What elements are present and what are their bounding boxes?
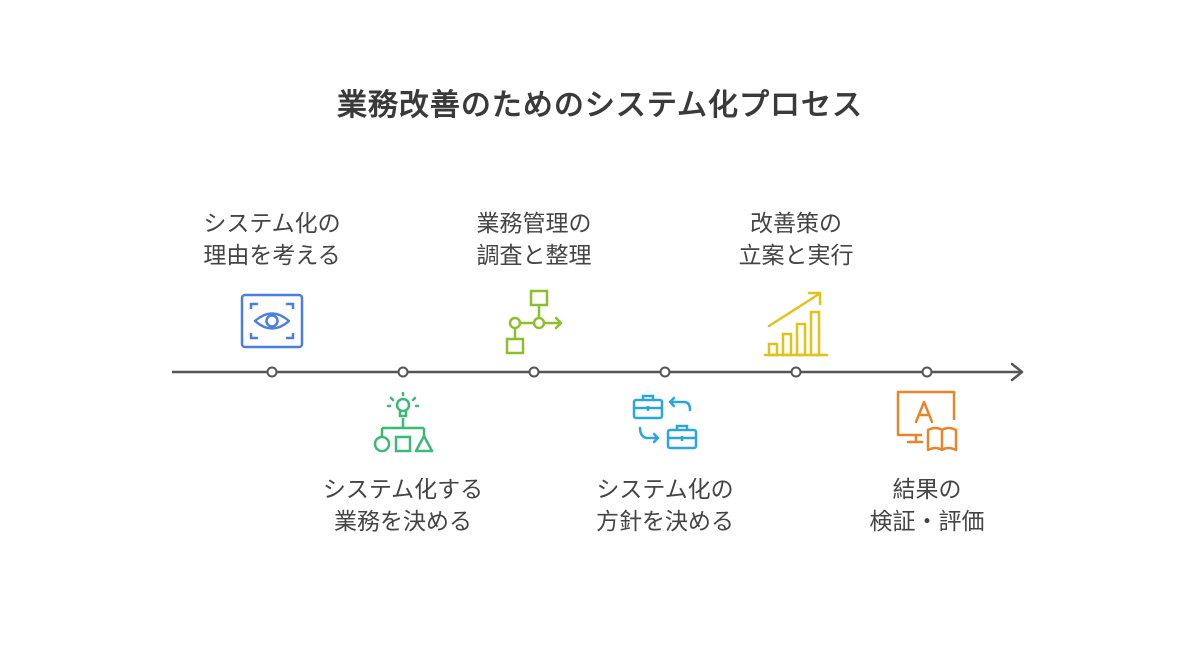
growth-chart-icon [763, 291, 829, 357]
step-6-line1: 結果の [892, 477, 962, 503]
step-1-line1: システム化の [203, 211, 341, 237]
idea-shapes-icon [373, 392, 434, 453]
step-4-line2: 方針を決める [596, 509, 734, 535]
timeline-arrowhead [1010, 362, 1024, 382]
step-3-label: 業務管理の 調査と整理 [424, 208, 644, 272]
timeline-node-1 [266, 366, 278, 378]
step-4-line1: システム化の [596, 477, 734, 503]
step-5-line1: 改善策の [750, 211, 842, 237]
eye-scan-icon [240, 293, 304, 349]
step-2-line1: システム化する [322, 477, 484, 503]
step-3-line2: 調査と整理 [476, 243, 592, 269]
page-title: 業務改善のためのシステム化プロセス [336, 88, 864, 123]
step-5-label: 改善策の 立案と実行 [686, 208, 906, 272]
step-1-label: システム化の 理由を考える [162, 208, 382, 272]
step-6-label: 結果の 検証・評価 [817, 474, 1037, 538]
briefcase-exchange-icon [632, 394, 698, 450]
step-6-line2: 検証・評価 [869, 509, 985, 535]
timeline-node-4 [659, 366, 671, 378]
step-2-line2: 業務を決める [334, 509, 472, 535]
timeline-node-3 [528, 366, 540, 378]
timeline-node-6 [921, 366, 933, 378]
step-1-line2: 理由を考える [203, 243, 341, 269]
step-5-line2: 立案と実行 [738, 243, 854, 269]
timeline-node-2 [397, 366, 409, 378]
step-4-label: システム化の 方針を決める [555, 474, 775, 538]
flowchart-icon [505, 289, 563, 355]
step-2-label: システム化する 業務を決める [293, 474, 513, 538]
learning-screen-icon [896, 390, 958, 452]
timeline-node-5 [790, 366, 802, 378]
step-3-line1: 業務管理の [476, 211, 592, 237]
